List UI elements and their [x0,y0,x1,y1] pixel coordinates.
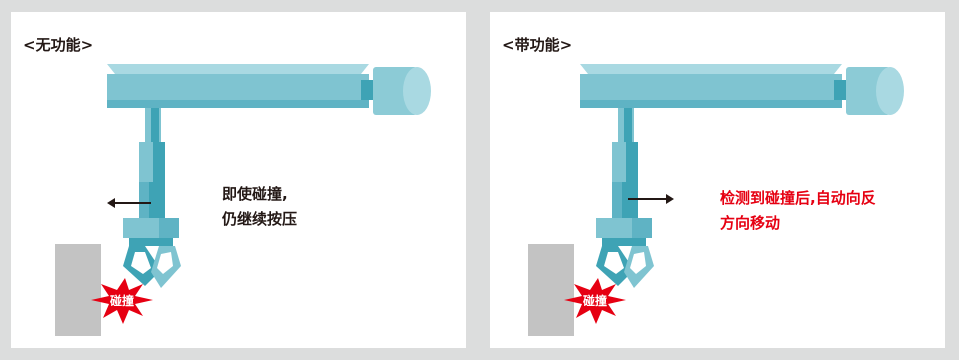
collision-burst [564,278,626,324]
beam-top [580,64,842,74]
beam-connector [361,80,375,100]
collision-label: 碰撞 [582,293,607,308]
beam-connector [834,80,848,100]
beam-top [107,64,369,74]
caption-line: 即使碰撞, [222,185,288,203]
panel-with-function: <带功能> 碰撞 检测到碰撞后,自动向反 [490,12,945,348]
caption: 检测到碰撞后,自动向反 方向移动 [720,186,876,236]
panel-without-function: <无功能> 碰撞 即使碰撞, 仍继 [11,12,466,348]
caption: 即使碰撞, 仍继续按压 [222,182,297,232]
obstacle-block [55,244,101,336]
collision-label: 碰撞 [109,293,134,308]
caption-line: 方向移动 [720,214,781,232]
caption-line: 仍继续按压 [222,210,298,228]
motor-end-cap [403,67,431,115]
panel-title: <无功能> [23,36,94,54]
motor-end-cap [876,67,904,115]
robot-arm-illustration: 碰撞 [528,64,904,336]
collision-burst [91,278,153,324]
obstacle-block [528,244,574,336]
panel-title: <带功能> [502,36,573,54]
robot-arm-illustration: 碰撞 [55,64,431,336]
caption-line: 检测到碰撞后,自动向反 [720,189,876,207]
